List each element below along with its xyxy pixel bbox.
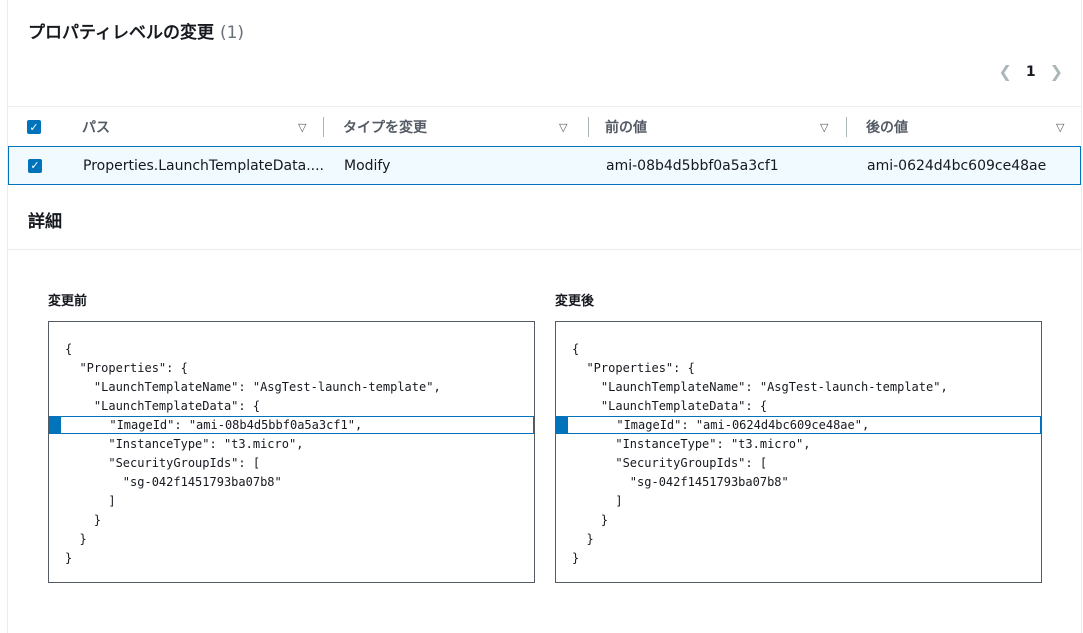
before-pane-label: 変更前 <box>48 294 88 309</box>
sort-caret-icon[interactable]: ▽ <box>1056 120 1065 134</box>
code-line-text: "InstanceType": "t3.micro", <box>572 437 811 451</box>
code-line-text: "LaunchTemplateData": { <box>572 399 768 413</box>
before-code-view[interactable]: { "Properties": { "LaunchTemplateName": … <box>48 321 535 583</box>
column-divider <box>323 117 324 137</box>
cell-change-type: Modify <box>344 157 391 174</box>
code-line: "LaunchTemplateData": { <box>556 397 1041 416</box>
code-line: "SecurityGroupIds": [ <box>556 454 1041 473</box>
column-label-change-type: タイプを変更 <box>343 120 427 136</box>
code-line: ] <box>49 492 534 511</box>
code-line-text: "LaunchTemplateName": "AsgTest-launch-te… <box>572 380 948 394</box>
details-title: 詳細 <box>28 212 62 232</box>
code-line: } <box>556 549 1041 568</box>
column-header-path[interactable]: パス ▽ <box>82 107 322 147</box>
column-header-before[interactable]: 前の値 ▽ <box>605 107 835 147</box>
cell-after-value: ami-0624d4bc609ce48ae <box>867 157 1047 174</box>
panel-title-count: (1) <box>219 23 245 43</box>
code-line-text: } <box>572 532 594 546</box>
code-line: } <box>556 530 1041 549</box>
code-line-text: "ImageId": "ami-08b4d5bbf0a5a3cf1", <box>66 418 363 432</box>
row-checkbox[interactable]: ✓ <box>28 158 42 173</box>
column-label-before: 前の値 <box>605 120 647 136</box>
details-header: 詳細 <box>8 185 1081 250</box>
highlighted-code-line: "ImageId": "ami-0624d4bc609ce48ae", <box>556 416 1041 434</box>
code-line-text: "SecurityGroupIds": [ <box>65 456 261 470</box>
code-line: } <box>49 530 534 549</box>
code-line-text: ] <box>572 494 623 508</box>
column-divider <box>846 117 847 137</box>
column-divider <box>588 117 589 137</box>
change-marker <box>49 416 61 434</box>
column-label-after: 後の値 <box>866 120 908 136</box>
code-line-text: } <box>65 532 87 546</box>
page-number[interactable]: 1 <box>1025 63 1036 80</box>
code-line-text: } <box>572 551 580 565</box>
code-line: "LaunchTemplateName": "AsgTest-launch-te… <box>556 378 1041 397</box>
code-line-text: { <box>572 342 580 356</box>
code-line: "LaunchTemplateName": "AsgTest-launch-te… <box>49 378 534 397</box>
code-line-text: "ImageId": "ami-0624d4bc609ce48ae", <box>573 418 870 432</box>
code-line-text: "Properties": { <box>572 361 695 375</box>
cell-path: Properties.LaunchTemplateData.... <box>83 157 325 174</box>
after-pane-label: 変更後 <box>555 294 595 309</box>
chevron-left-icon[interactable]: ❮ <box>998 62 1012 81</box>
chevron-right-icon[interactable]: ❯ <box>1049 62 1063 81</box>
column-header-after[interactable]: 後の値 ▽ <box>866 107 1076 147</box>
code-line: "LaunchTemplateData": { <box>49 397 534 416</box>
code-line: { <box>49 340 534 359</box>
code-line-text: "LaunchTemplateData": { <box>65 399 261 413</box>
column-label-path: パス <box>82 120 110 136</box>
code-line: } <box>556 511 1041 530</box>
select-all-cell: ✓ <box>27 107 41 147</box>
panel-title-text: プロパティレベルの変更 <box>28 23 214 43</box>
code-line: } <box>49 549 534 568</box>
cell-before-value: ami-08b4d5bbf0a5a3cf1 <box>606 157 779 174</box>
pagination: ❮ 1 ❯ <box>998 62 1063 81</box>
change-marker <box>556 416 568 434</box>
property-changes-panel: プロパティレベルの変更(1) ❮ 1 ❯ ✓ パス ▽ タイプを変更 ▽ 前の値… <box>7 0 1082 633</box>
table-row[interactable]: ✓ Properties.LaunchTemplateData.... Modi… <box>8 146 1081 185</box>
code-line: "InstanceType": "t3.micro", <box>556 435 1041 454</box>
panel-header: プロパティレベルの変更(1) ❮ 1 ❯ <box>8 0 1081 106</box>
code-line-text: } <box>572 513 609 527</box>
code-line: "SecurityGroupIds": [ <box>49 454 534 473</box>
highlighted-code-line: "ImageId": "ami-08b4d5bbf0a5a3cf1", <box>49 416 534 434</box>
code-line: "InstanceType": "t3.micro", <box>49 435 534 454</box>
code-line-text: "LaunchTemplateName": "AsgTest-launch-te… <box>65 380 441 394</box>
code-line-text: } <box>65 551 73 565</box>
code-line-text: { <box>65 342 73 356</box>
column-header-change-type[interactable]: タイプを変更 ▽ <box>343 107 573 147</box>
row-select-cell: ✓ <box>28 147 42 184</box>
code-line: "Properties": { <box>49 359 534 378</box>
sort-caret-icon[interactable]: ▽ <box>559 120 568 134</box>
panel-title: プロパティレベルの変更(1) <box>28 18 244 43</box>
select-all-checkbox[interactable]: ✓ <box>27 120 41 134</box>
code-line: "sg-042f1451793ba07b8" <box>556 473 1041 492</box>
code-line-text: } <box>65 513 102 527</box>
code-line: { <box>556 340 1041 359</box>
code-line: ] <box>556 492 1041 511</box>
code-line-text: "sg-042f1451793ba07b8" <box>572 475 789 489</box>
code-line-text: ] <box>65 494 116 508</box>
table-header: ✓ パス ▽ タイプを変更 ▽ 前の値 ▽ 後の値 ▽ <box>8 106 1081 148</box>
code-line-text: "Properties": { <box>65 361 188 375</box>
after-code-view[interactable]: { "Properties": { "LaunchTemplateName": … <box>555 321 1042 583</box>
code-line: "sg-042f1451793ba07b8" <box>49 473 534 492</box>
code-line: "Properties": { <box>556 359 1041 378</box>
code-line: } <box>49 511 534 530</box>
code-line-text: "InstanceType": "t3.micro", <box>65 437 304 451</box>
code-line-text: "SecurityGroupIds": [ <box>572 456 768 470</box>
code-line-text: "sg-042f1451793ba07b8" <box>65 475 282 489</box>
sort-caret-icon[interactable]: ▽ <box>820 120 829 134</box>
sort-caret-icon[interactable]: ▽ <box>298 120 307 134</box>
